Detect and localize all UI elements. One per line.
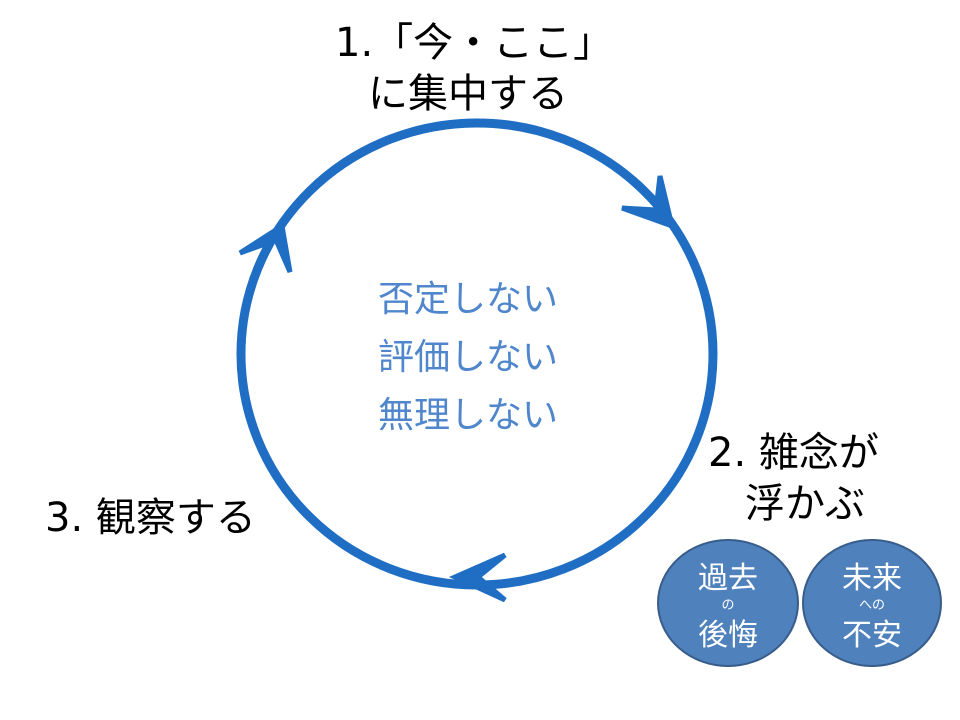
step3-label: 3. 観察する — [45, 495, 256, 541]
step1-label-line1: 1.「今・ここ」 — [335, 20, 613, 66]
bubble-past-regret: 過去 の 後悔 — [657, 539, 799, 667]
center-text-2: 評価しない — [378, 337, 558, 378]
center-text-3: 無理しない — [378, 395, 558, 436]
bubble-past-mid: の — [721, 598, 734, 613]
arrow-head-left — [238, 221, 293, 274]
bubble-past-top: 過去 — [698, 561, 758, 596]
step2-label-line2: 浮かぶ — [745, 481, 865, 527]
bubble-past-bottom: 後悔 — [698, 618, 758, 653]
step2-label-line1: 2. 雑念が — [708, 430, 879, 476]
arrow-head-bottom — [448, 552, 507, 603]
step1-label-line2: に集中する — [368, 71, 568, 117]
bubble-future-anxiety: 未来 への 不安 — [802, 539, 942, 667]
bubble-future-bottom: 不安 — [842, 618, 902, 653]
arrow-head-top-right — [621, 175, 676, 230]
bubble-future-mid: への — [859, 598, 885, 613]
center-text-1: 否定しない — [378, 279, 558, 320]
bubble-future-top: 未来 — [842, 561, 902, 596]
